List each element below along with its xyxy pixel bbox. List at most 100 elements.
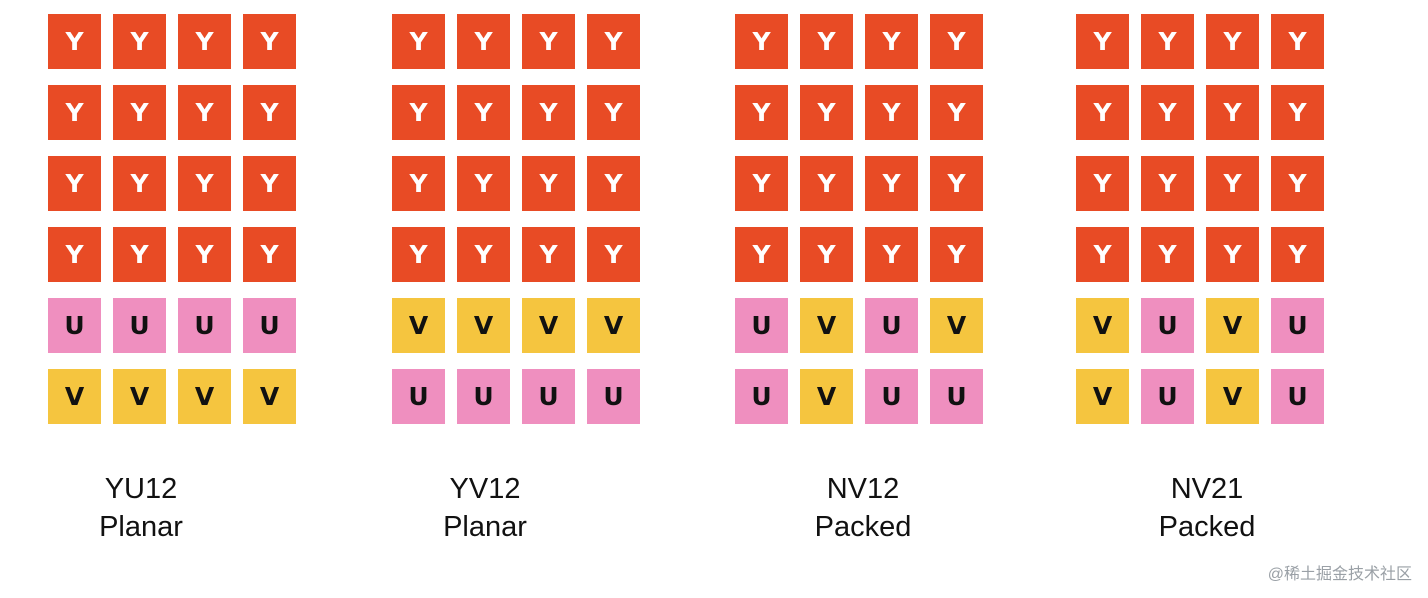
u-sample-cell: U [522, 369, 575, 424]
y-sample-cell: Y [930, 14, 983, 69]
y-sample-cell: Y [587, 227, 640, 282]
y-sample-cell: Y [1206, 227, 1259, 282]
y-sample-cell: Y [178, 14, 231, 69]
y-sample-cell: Y [48, 156, 101, 211]
u-sample-cell: U [1271, 369, 1324, 424]
y-sample-cell: Y [392, 85, 445, 140]
u-sample-cell: U [48, 298, 101, 353]
y-sample-cell: Y [865, 14, 918, 69]
y-sample-cell: Y [800, 156, 853, 211]
y-sample-cell: Y [243, 227, 296, 282]
format-yv12-label: YV12 Planar [375, 470, 595, 546]
format-kind: Packed [814, 511, 912, 543]
y-sample-cell: Y [1206, 14, 1259, 69]
u-sample-cell: U [1141, 369, 1194, 424]
y-sample-cell: Y [522, 227, 575, 282]
format-name: YU12 [104, 473, 178, 505]
u-sample-cell: U [243, 298, 296, 353]
format-nv21-label: NV21 Packed [1097, 470, 1317, 546]
u-sample-cell: U [735, 369, 788, 424]
y-sample-cell: Y [457, 156, 510, 211]
v-sample-cell: V [1206, 369, 1259, 424]
y-sample-cell: Y [243, 14, 296, 69]
y-sample-cell: Y [800, 14, 853, 69]
y-sample-cell: Y [48, 85, 101, 140]
v-sample-cell: V [1076, 298, 1129, 353]
format-name: YV12 [449, 473, 521, 505]
y-sample-cell: Y [522, 14, 575, 69]
format-name: NV21 [1170, 473, 1244, 505]
u-sample-cell: U [735, 298, 788, 353]
u-sample-cell: U [865, 298, 918, 353]
u-sample-cell: U [113, 298, 166, 353]
y-sample-cell: Y [392, 227, 445, 282]
y-sample-cell: Y [735, 85, 788, 140]
y-sample-cell: Y [587, 14, 640, 69]
y-sample-cell: Y [1076, 85, 1129, 140]
y-sample-cell: Y [1141, 227, 1194, 282]
y-sample-cell: Y [1271, 85, 1324, 140]
v-sample-cell: V [930, 298, 983, 353]
u-sample-cell: U [457, 369, 510, 424]
y-sample-cell: Y [865, 85, 918, 140]
y-sample-cell: Y [392, 156, 445, 211]
y-sample-cell: Y [457, 85, 510, 140]
y-sample-cell: Y [1206, 85, 1259, 140]
watermark: @稀土掘金技术社区 [1267, 566, 1412, 583]
y-sample-cell: Y [1076, 227, 1129, 282]
u-sample-cell: U [178, 298, 231, 353]
y-sample-cell: Y [1271, 227, 1324, 282]
u-sample-cell: U [1141, 298, 1194, 353]
y-sample-cell: Y [522, 85, 575, 140]
v-sample-cell: V [243, 369, 296, 424]
v-sample-cell: V [800, 298, 853, 353]
v-sample-cell: V [522, 298, 575, 353]
format-nv12-label: NV12 Packed [753, 470, 973, 546]
v-sample-cell: V [392, 298, 445, 353]
y-sample-cell: Y [735, 227, 788, 282]
y-sample-cell: Y [587, 156, 640, 211]
y-sample-cell: Y [587, 85, 640, 140]
y-sample-cell: Y [1076, 156, 1129, 211]
y-sample-cell: Y [930, 85, 983, 140]
y-sample-cell: Y [243, 85, 296, 140]
v-sample-cell: V [1206, 298, 1259, 353]
u-sample-cell: U [930, 369, 983, 424]
y-sample-cell: Y [1076, 14, 1129, 69]
u-sample-cell: U [392, 369, 445, 424]
y-sample-cell: Y [113, 85, 166, 140]
y-sample-cell: Y [865, 227, 918, 282]
format-kind: Planar [99, 511, 183, 543]
y-sample-cell: Y [865, 156, 918, 211]
format-yu12-label: YU12 Planar [31, 470, 251, 546]
y-sample-cell: Y [113, 156, 166, 211]
u-sample-cell: U [1271, 298, 1324, 353]
format-kind: Packed [1158, 511, 1256, 543]
y-sample-cell: Y [178, 85, 231, 140]
y-sample-cell: Y [735, 156, 788, 211]
y-sample-cell: Y [48, 14, 101, 69]
y-sample-cell: Y [457, 227, 510, 282]
y-sample-cell: Y [457, 14, 510, 69]
v-sample-cell: V [1076, 369, 1129, 424]
v-sample-cell: V [178, 369, 231, 424]
v-sample-cell: V [587, 298, 640, 353]
y-sample-cell: Y [930, 227, 983, 282]
format-name: NV12 [826, 473, 900, 505]
u-sample-cell: U [587, 369, 640, 424]
y-sample-cell: Y [1271, 14, 1324, 69]
y-sample-cell: Y [800, 227, 853, 282]
y-sample-cell: Y [1141, 156, 1194, 211]
v-sample-cell: V [800, 369, 853, 424]
v-sample-cell: V [48, 369, 101, 424]
y-sample-cell: Y [522, 156, 575, 211]
y-sample-cell: Y [800, 85, 853, 140]
y-sample-cell: Y [178, 227, 231, 282]
